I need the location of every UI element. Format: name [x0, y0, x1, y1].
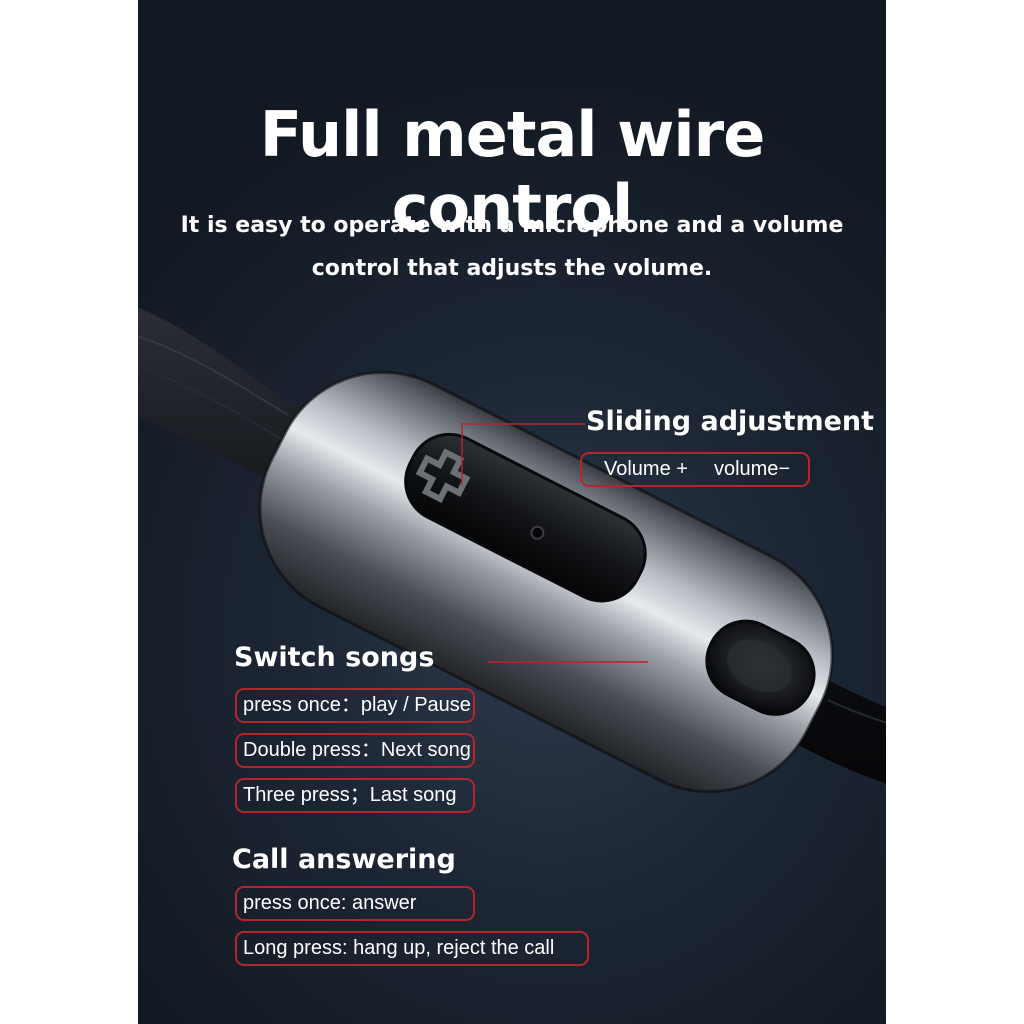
volume-up-label: Volume + — [604, 458, 688, 480]
call-answering-heading: Call answering — [232, 844, 456, 875]
sliding-adjustment-heading: Sliding adjustment — [586, 406, 875, 437]
switch-songs-item-3: Three press；Last song — [235, 778, 475, 813]
product-banner: Full metal wire control It is easy to op… — [138, 0, 886, 1024]
subtitle-line-2: control that adjusts the volume. — [311, 256, 713, 281]
subtitle-line-1: It is easy to operate with a microphone … — [180, 213, 844, 238]
switch-songs-item-1: press once：play / Pause — [235, 688, 475, 723]
call-item-1: press once: answer — [235, 886, 475, 921]
volume-down-label: volume− — [713, 458, 791, 480]
subtitle: It is easy to operate with a microphone … — [178, 204, 846, 290]
call-item-2: Long press: hang up, reject the call — [235, 931, 589, 966]
remote-control-illustration — [138, 307, 886, 794]
switch-songs-item-2: Double press：Next song — [235, 733, 475, 768]
volume-pill: Volume + volume− — [580, 452, 811, 487]
page-title: Full metal wire control — [259, 98, 766, 244]
switch-songs-heading: Switch songs — [234, 642, 435, 673]
